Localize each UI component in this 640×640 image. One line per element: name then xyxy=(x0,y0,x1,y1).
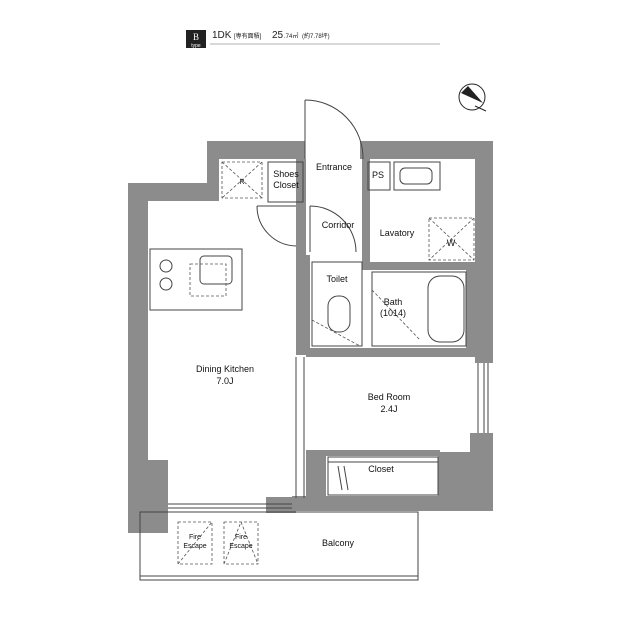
fire-escape-hatch-1 xyxy=(177,521,213,565)
layout-type: 1DK xyxy=(212,30,232,41)
plan-header: B type 1DK [専有面積] 25 .74㎡ (約7.78坪) xyxy=(186,30,440,49)
room-label-dining-kitchen-size: 7.0J xyxy=(216,376,233,386)
room-label-bed-room-size: 2.4J xyxy=(380,404,397,414)
room-label-dining-kitchen: Dining Kitchen xyxy=(196,364,254,374)
type-badge-letter: B xyxy=(193,32,199,42)
room-label-washer: W xyxy=(447,238,456,248)
entrance-door xyxy=(304,99,364,160)
room-label-toilet: Toilet xyxy=(326,274,348,284)
kitchen-counter xyxy=(149,248,243,311)
room-label-shoes-closet-line2: Closet xyxy=(273,180,299,190)
balcony xyxy=(139,503,419,581)
room-label-fire-escape-1a: Fire xyxy=(189,534,201,541)
toilet-icon xyxy=(311,261,363,347)
room-label-closet: Closet xyxy=(368,464,394,474)
room-label-ps: PS xyxy=(372,170,384,180)
area-decimal: .74㎡ xyxy=(284,32,298,40)
room-label-bath: Bath xyxy=(384,297,403,307)
room-label-entrance: Entrance xyxy=(316,162,352,172)
sink-icon xyxy=(393,161,441,191)
room-label-shoes-closet-line1: Shoes xyxy=(273,169,299,179)
refrigerator-box xyxy=(221,161,263,199)
room-label-refrigerator: R xyxy=(239,179,244,186)
room-label-bed-room: Bed Room xyxy=(368,392,411,402)
bathtub-icon xyxy=(371,271,467,347)
room-label-fire-escape-2b: Escape xyxy=(229,543,252,550)
area-label: [専有面積] xyxy=(234,32,262,40)
stove-burner-icon xyxy=(159,277,173,291)
room-label-fire-escape-2a: Fire xyxy=(235,534,247,541)
room-label-balcony: Balcony xyxy=(322,538,355,548)
closet-box xyxy=(327,456,439,496)
bedroom-window xyxy=(477,363,489,433)
walls xyxy=(128,141,493,533)
area-value: 25 xyxy=(272,30,284,41)
area-tsubo: (約7.78坪) xyxy=(302,32,330,40)
room-label-bath-size: (1014) xyxy=(380,308,406,318)
stove-burner-icon xyxy=(159,259,173,273)
room-label-fire-escape-1b: Escape xyxy=(183,543,206,550)
room-label-corridor: Corridor xyxy=(322,220,355,230)
type-badge xyxy=(186,30,206,48)
corridor-doors xyxy=(256,205,357,253)
ps-box xyxy=(367,161,391,191)
room-label-lavatory: Lavatory xyxy=(380,228,415,238)
kitchen-sink-icon xyxy=(199,255,233,285)
shoes-closet-box xyxy=(267,161,304,203)
north-arrow-icon xyxy=(458,83,487,112)
type-badge-word: type xyxy=(191,43,201,49)
washer-box xyxy=(428,217,475,261)
